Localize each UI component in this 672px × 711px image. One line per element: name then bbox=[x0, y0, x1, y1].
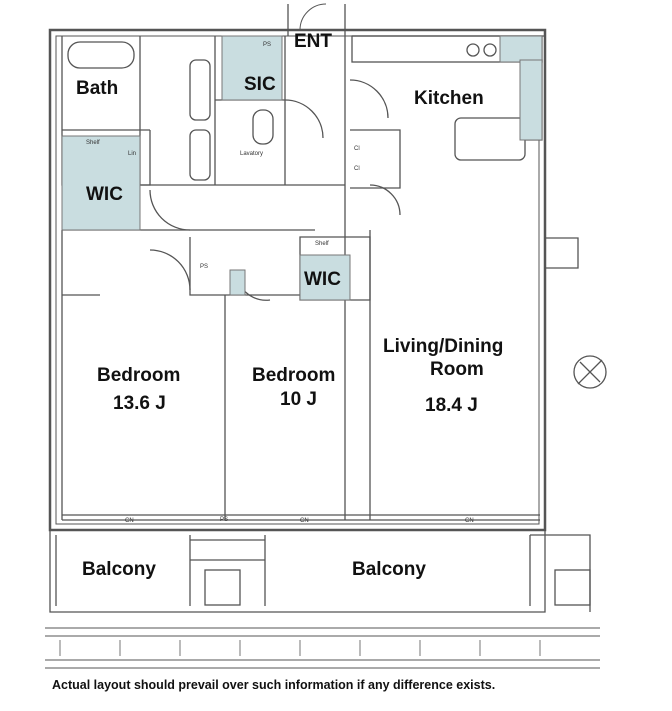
bedroom1-size: 13.6 J bbox=[113, 393, 166, 414]
svg-text:CN: CN bbox=[465, 518, 474, 524]
wic-left-label: WIC bbox=[86, 184, 123, 205]
wic-center-area bbox=[299, 254, 351, 301]
living-name: Living/Dining bbox=[383, 336, 504, 357]
svg-text:PS: PS bbox=[220, 517, 228, 523]
wic-left-area bbox=[61, 135, 141, 231]
svg-text:Shelf: Shelf bbox=[315, 241, 329, 247]
living-name-2: Room bbox=[430, 359, 484, 380]
kitchen-label: Kitchen bbox=[414, 88, 484, 109]
wic-center-label: WIC bbox=[304, 269, 341, 290]
sic-label: SIC bbox=[244, 74, 276, 95]
svg-text:Lin: Lin bbox=[128, 151, 136, 157]
bedroom1-name: Bedroom bbox=[97, 365, 181, 386]
svg-text:PS: PS bbox=[263, 42, 271, 48]
living-size: 18.4 J bbox=[425, 395, 478, 416]
svg-text:CN: CN bbox=[125, 518, 134, 524]
lavatory-small-label: Lavatory bbox=[240, 151, 263, 157]
svg-text:PS: PS bbox=[200, 264, 208, 270]
balcony-right-label: Balcony bbox=[352, 559, 426, 580]
bedroom2-name: Bedroom bbox=[252, 365, 336, 386]
ent-label: ENT bbox=[294, 31, 332, 52]
bath-label: Bath bbox=[76, 78, 119, 99]
sic-area bbox=[221, 35, 283, 101]
bedroom2-size: 10 J bbox=[280, 389, 317, 410]
disclaimer-note: Actual layout should prevail over such i… bbox=[52, 678, 496, 692]
svg-text:CN: CN bbox=[300, 518, 309, 524]
outer-wall bbox=[48, 28, 547, 532]
svg-text:Cl: Cl bbox=[354, 166, 360, 172]
balcony-left-label: Balcony bbox=[82, 559, 156, 580]
svg-text:Cl: Cl bbox=[354, 146, 360, 152]
svg-text:Shelf: Shelf bbox=[86, 140, 100, 146]
